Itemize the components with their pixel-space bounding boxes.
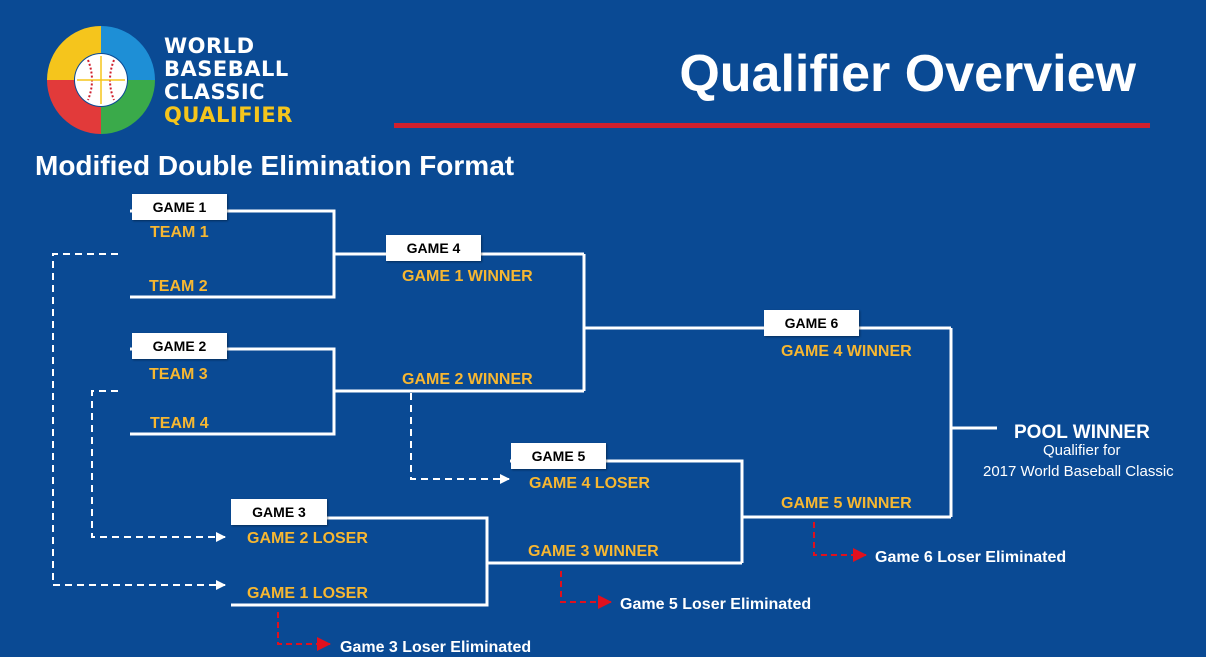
team1-label: TEAM 1 (150, 224, 209, 241)
game1-loser-label: GAME 1 LOSER (247, 585, 368, 602)
game2-winner-label: GAME 2 WINNER (402, 371, 533, 388)
wbc-qualifier-logo: WORLD BASEBALL CLASSIC QUALIFIER (44, 22, 316, 140)
pool-winner-label: POOL WINNER (1014, 422, 1150, 443)
game5-box: GAME 5 (511, 443, 606, 469)
game3-box: GAME 3 (231, 499, 327, 525)
game3-elimination-arrow (277, 612, 331, 651)
game1-winner-label: GAME 1 WINNER (402, 268, 533, 285)
game3-eliminated-note: Game 3 Loser Eliminated (340, 639, 532, 656)
logo-word-classic: CLASSIC (164, 80, 266, 104)
baseball-globe-icon (47, 26, 155, 134)
logo-word-world: WORLD (164, 34, 255, 58)
team3-label: TEAM 3 (149, 366, 208, 383)
qualifier-for-label: Qualifier for (1043, 442, 1121, 459)
game3-winner-label: GAME 3 WINNER (528, 543, 659, 560)
team4-label: TEAM 4 (150, 415, 209, 432)
title-underline (394, 123, 1150, 128)
game5-winner-label: GAME 5 WINNER (781, 495, 912, 512)
event-label: 2017 World Baseball Classic (983, 463, 1174, 480)
format-subtitle: Modified Double Elimination Format (35, 150, 515, 181)
game2-loser-label: GAME 2 LOSER (247, 530, 368, 547)
page-title: Qualifier Overview (679, 45, 1136, 103)
logo-word-qualifier: QUALIFIER (164, 103, 293, 127)
team2-label: TEAM 2 (149, 278, 208, 295)
logo-word-baseball: BASEBALL (164, 57, 289, 81)
game4-box: GAME 4 (386, 235, 481, 261)
game1-loser-path (52, 253, 226, 590)
game2-loser-path (91, 390, 226, 542)
game6-elimination-arrow (813, 522, 867, 562)
game4-winner-label: GAME 4 WINNER (781, 343, 912, 360)
game4-loser-path (410, 393, 510, 484)
game1-box: GAME 1 (132, 194, 227, 220)
game4-loser-label: GAME 4 LOSER (529, 475, 650, 492)
game5-elimination-arrow (560, 571, 612, 609)
game2-box: GAME 2 (132, 333, 227, 359)
game6-box: GAME 6 (764, 310, 859, 336)
game6-eliminated-note: Game 6 Loser Eliminated (875, 549, 1067, 566)
game5-eliminated-note: Game 5 Loser Eliminated (620, 596, 812, 613)
